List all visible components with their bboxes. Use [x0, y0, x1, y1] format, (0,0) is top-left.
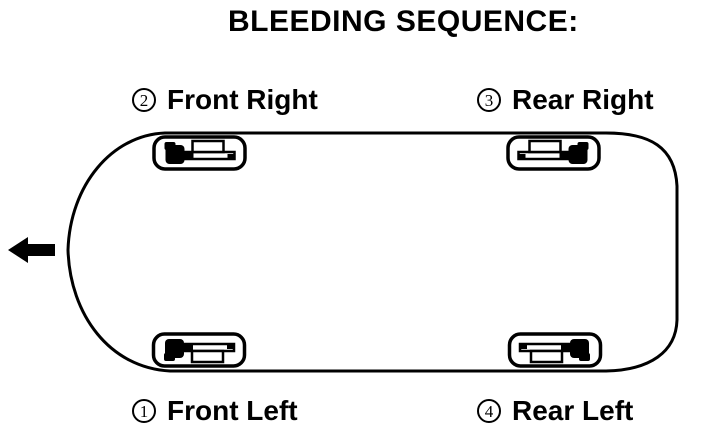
sequence-number-badge-front-left: 1 — [132, 399, 156, 423]
label-rear-right-text: Rear Right — [512, 84, 654, 115]
label-rear-left: 4 Rear Left — [477, 395, 634, 426]
sequence-number-badge-rear-left: 4 — [477, 399, 501, 423]
front-direction-arrow-icon — [8, 237, 55, 263]
label-rear-right: 3 Rear Right — [477, 84, 654, 115]
sequence-number-badge-front-right: 2 — [132, 88, 156, 112]
label-front-left-text: Front Left — [167, 395, 298, 426]
car-outline — [66, 131, 679, 373]
label-front-left: 1 Front Left — [132, 395, 298, 426]
brake-caliper-icon-rear-right — [506, 135, 601, 171]
brake-caliper-icon-front-right — [152, 135, 247, 171]
label-front-right-text: Front Right — [167, 84, 318, 115]
brake-caliper-icon-front-left — [151, 332, 247, 368]
label-rear-left-text: Rear Left — [512, 395, 634, 426]
sequence-number-badge-rear-right: 3 — [477, 88, 501, 112]
label-front-right: 2 Front Right — [132, 84, 318, 115]
brake-caliper-icon-rear-left — [507, 332, 603, 368]
diagram-title: BLEEDING SEQUENCE: — [228, 5, 579, 38]
